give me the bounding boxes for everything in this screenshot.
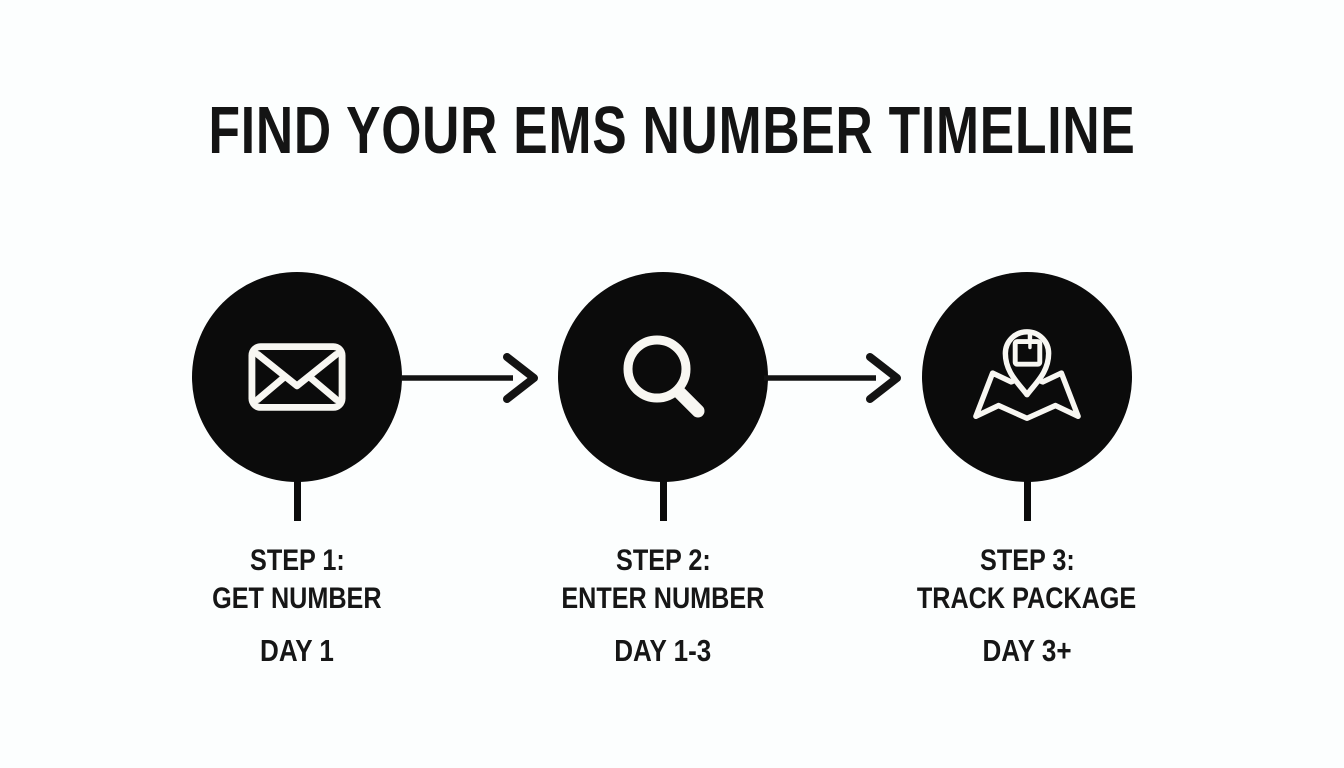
search-icon <box>623 335 705 418</box>
step-label: STEP 2: ENTER NUMBER <box>493 542 833 618</box>
step-label: STEP 3: TRACK PACKAGE <box>857 542 1197 618</box>
connector-line <box>660 478 667 521</box>
step-action: TRACK PACKAGE <box>917 582 1137 615</box>
page-title-text: FIND YOUR EMS NUMBER TIMELINE <box>208 93 1136 168</box>
step-day: DAY 1-3 <box>614 633 712 668</box>
step-2-label-block: STEP 2: ENTER NUMBER DAY 1-3 <box>493 542 833 669</box>
connector-line <box>1024 478 1031 521</box>
step-3-node <box>922 272 1132 482</box>
map-package-icon <box>973 329 1081 422</box>
step-1-node <box>192 272 402 482</box>
connector-line <box>294 478 301 521</box>
step-day: DAY 1 <box>260 633 334 668</box>
arrow-right-icon <box>401 353 538 403</box>
step-3-label-block: STEP 3: TRACK PACKAGE DAY 3+ <box>857 542 1197 669</box>
envelope-icon <box>248 343 346 411</box>
page-title: FIND YOUR EMS NUMBER TIMELINE <box>0 97 1344 164</box>
step-action: GET NUMBER <box>212 582 382 615</box>
arrow-right-icon <box>764 353 901 403</box>
step-2-node <box>558 272 768 482</box>
step-label: STEP 1: GET NUMBER <box>127 542 467 618</box>
step-1-label-block: STEP 1: GET NUMBER DAY 1 <box>127 542 467 669</box>
step-action: ENTER NUMBER <box>561 582 765 615</box>
step-day: DAY 3+ <box>982 633 1072 668</box>
